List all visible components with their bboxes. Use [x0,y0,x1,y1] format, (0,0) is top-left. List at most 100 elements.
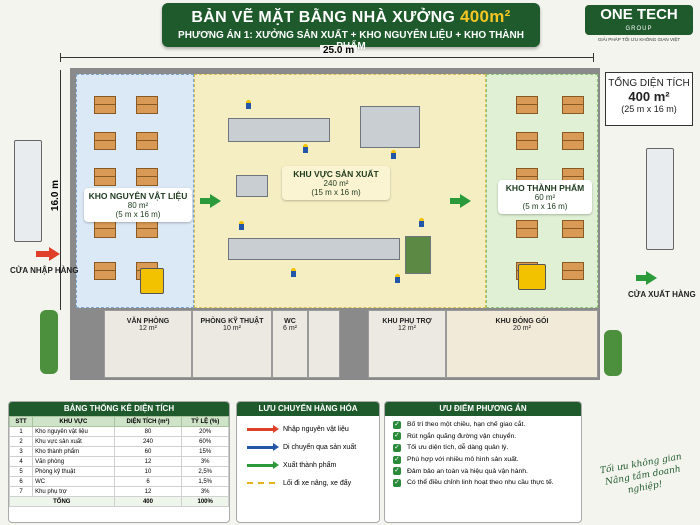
pallet-rack [516,220,538,238]
legend-item: Lối đi xe nâng, xe đẩy [237,474,379,492]
total-label: TỔNG [9,496,115,507]
table-cell: Khu vực sản xuất [32,436,115,447]
check-icon: ✓ [393,420,401,429]
worker-icon [394,274,401,283]
stats-header-cell: DIỆN TÍCH (m²) [113,416,183,427]
worker-icon [245,100,252,109]
page-header: BẢN VẼ MẶT BẰNG NHÀ XƯỞNG 400m² PHƯƠNG Á… [162,3,540,52]
flow-arrow-green [200,194,221,208]
advantage-item: ✓ Phù hợp với nhiều mô hình sản xuất. [385,454,581,466]
pallet-rack [562,132,584,150]
table-cell: 2,5% [181,466,229,477]
worker-icon [238,221,245,230]
legend-item: Xuất thành phẩm [237,456,379,474]
table-cell: Văn phòng [32,456,115,467]
pallet-rack [94,262,116,280]
table-cell: Kho thành phẩm [32,446,115,457]
table-cell: 3 [8,446,34,457]
inbound-arrow-shaft [36,251,50,257]
pallet-rack [516,96,538,114]
advantage-item: ✓ Có thể điều chỉnh linh hoạt theo nhu cầ… [385,477,581,489]
outbound-gate-label: CỬA XUẤT HÀNG [628,290,696,299]
table-cell: 3% [181,486,229,497]
legend-item: Nhập nguyên vật liệu [237,420,379,438]
advantage-item: ✓ Rút ngắn quãng đường vận chuyển. [385,431,581,443]
pallet-rack [94,220,116,238]
advantage-text: Có thể điều chỉnh linh hoạt theo nhu cầu… [407,479,554,487]
pallet-rack [136,220,158,238]
production-line-upper [228,118,330,142]
advantages-panel: ƯU ĐIỂM PHƯƠNG ÁN ✓Bố trí theo một chiều… [384,401,582,523]
inbound-truck-icon [14,140,42,242]
total-cell: 400 [113,496,183,507]
plant-icon [604,330,622,376]
material-bins [405,236,431,274]
total-cell: 100% [181,496,229,507]
table-cell: 5 [8,466,34,477]
pallet-rack [136,168,158,186]
inbound-gate-label: CỬA NHẬP HÀNG [10,266,79,275]
table-cell: 60% [181,436,229,447]
table-cell: WC [32,476,115,487]
pallet-rack [136,96,158,114]
check-icon: ✓ [393,455,401,464]
table-cell: 15% [181,446,229,457]
check-icon: ✓ [393,467,401,476]
table-cell: 4 [8,456,34,467]
height-dimension-line [60,70,61,310]
pallet-rack [516,132,538,150]
stats-header-cell: TỶ LỆ (%) [181,416,229,427]
advantage-text: Đảm bảo an toàn và hiệu quả vận hành. [407,467,528,475]
pallet-rack [94,168,116,186]
check-icon: ✓ [393,478,401,487]
advantage-text: Phù hợp với nhiều mô hình sản xuất. [407,456,519,464]
advantage-text: Bố trí theo một chiều, hạn chế giao cắt. [407,421,526,429]
height-dimension-label: 16.0 m [50,179,62,212]
table-cell: 240 [113,436,183,447]
pallet-rack [562,262,584,280]
width-dimension-label: 25.0 m [320,45,358,56]
table-cell: 6 [113,476,183,487]
table-cell: Khu phụ trợ [32,486,115,497]
table-cell: 10 [113,466,183,477]
pallet-rack [562,96,584,114]
table-cell: 60 [113,446,183,457]
table-cell: 1 [8,426,34,437]
stats-header-cell: STT [8,416,34,427]
legend-label: Nhập nguyên vật liệu [283,425,349,433]
advantage-text: Rút ngắn quãng đường vận chuyển. [407,432,517,440]
table-cell: Kho nguyên vật liệu [32,426,115,437]
table-cell: 12 [113,486,183,497]
arrow-icon [247,442,279,451]
arrow-icon [247,424,279,433]
table-cell: Phòng kỹ thuật [32,466,115,477]
check-icon: ✓ [393,432,401,441]
pallet-rack [94,132,116,150]
legend-label: Lối đi xe nâng, xe đẩy [283,479,352,487]
stats-header-cell: KHU VỰC [32,416,115,427]
flow-arrow-green [636,271,657,285]
arrow-icon [247,460,279,469]
room-wc-2 [308,310,340,378]
table-cell: 80 [113,426,183,437]
production-line-lower [228,238,400,260]
pallet-rack [136,132,158,150]
table-cell: 6 [8,476,34,487]
dashed-line-icon [247,482,275,484]
worker-icon [302,144,309,153]
check-icon: ✓ [393,443,401,452]
forklift-icon [518,264,546,290]
forklift-icon [140,268,164,294]
